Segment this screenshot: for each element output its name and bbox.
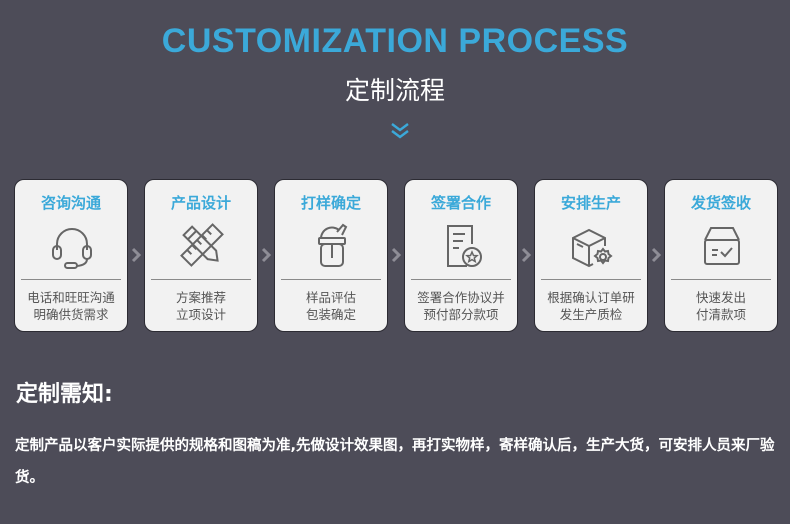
desc-line: 包装确定 xyxy=(305,307,356,322)
step-title: 安排生产 xyxy=(560,194,621,212)
step-card-delivery: 发货签收 快速发出 付清款项 xyxy=(664,179,778,332)
desc-line: 方案推荐 xyxy=(175,290,226,305)
desc-line: 立项设计 xyxy=(175,307,226,322)
step-description: 电话和旺旺沟通 明确供货需求 xyxy=(15,289,127,323)
step-title: 产品设计 xyxy=(170,194,231,212)
pencil-ruler-icon xyxy=(180,223,224,267)
divider xyxy=(541,279,641,280)
desc-line: 预付部分款项 xyxy=(423,307,499,322)
desc-line: 样品评估 xyxy=(305,290,356,305)
desc-line: 付清款项 xyxy=(695,307,746,322)
step-description: 根据确认订单研 发生产质检 xyxy=(535,289,647,323)
step-title: 咨询沟通 xyxy=(40,194,101,212)
desc-line: 明确供货需求 xyxy=(33,307,109,322)
page-title-chinese: 定制流程 xyxy=(344,76,445,105)
step-card-design: 产品设计 方案推荐 立项设计 xyxy=(144,179,258,332)
notice-text: 定制产品以客户实际提供的规格和图稿为准,先做设计效果图，再打实物样，寄样确认后，… xyxy=(15,438,775,486)
desc-line: 快速发出 xyxy=(695,290,746,305)
notice-heading: 定制需知: xyxy=(16,382,113,407)
step-description: 签署合作协议并 预付部分款项 xyxy=(405,289,517,323)
desc-line: 签署合作协议并 xyxy=(417,290,505,305)
delivery-box-check-icon xyxy=(704,227,740,265)
contract-document-icon xyxy=(447,225,482,267)
step-description: 方案推荐 立项设计 xyxy=(145,289,257,323)
double-chevron-down-icon xyxy=(391,123,409,139)
sample-cup-icon xyxy=(318,223,348,267)
divider xyxy=(21,279,121,280)
chevron-right-icon xyxy=(521,247,531,263)
headset-icon xyxy=(52,228,92,269)
divider xyxy=(281,279,381,280)
divider xyxy=(671,279,771,280)
step-card-contract: 签署合作 签署合作协议并 预付部分款项 xyxy=(404,179,518,332)
chevron-right-icon xyxy=(651,247,661,263)
chevron-right-icon xyxy=(261,247,271,263)
step-card-production: 安排生产 根据确认订单研 发生产质检 xyxy=(534,179,648,332)
step-description: 快速发出 付清款项 xyxy=(665,289,777,323)
desc-line: 发生产质检 xyxy=(559,307,623,322)
chevron-right-icon xyxy=(391,247,401,263)
box-gear-icon xyxy=(572,228,613,268)
step-title: 发货签收 xyxy=(690,194,751,212)
step-title: 签署合作 xyxy=(430,194,491,212)
divider xyxy=(411,279,511,280)
page-title-english: CUSTOMIZATION PROCESS xyxy=(161,22,629,60)
desc-line: 根据确认订单研 xyxy=(547,290,635,305)
step-card-sample: 打样确定 样品评估 包装确定 xyxy=(274,179,388,332)
step-title: 打样确定 xyxy=(300,194,361,212)
step-card-consult: 咨询沟通 电话和旺旺沟通 明确供货需求 xyxy=(14,179,128,332)
step-description: 样品评估 包装确定 xyxy=(275,289,387,323)
desc-line: 电话和旺旺沟通 xyxy=(27,290,115,305)
divider xyxy=(151,279,251,280)
chevron-right-icon xyxy=(131,247,141,263)
